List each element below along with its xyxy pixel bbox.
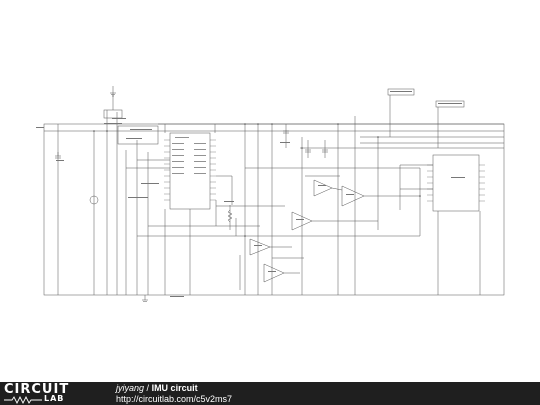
imu-sensor-chip [432,154,480,212]
credit-line: jyiyang / IMU circuit [116,383,198,393]
opamp-2 [341,185,365,207]
author-name[interactable]: jyiyang [116,383,145,393]
power-block [117,125,159,145]
resistor-icon [4,396,42,404]
voltage-source [89,195,99,205]
opamp-5 [263,263,285,283]
circuit-title: IMU circuit [151,383,198,393]
schematic-canvas [36,86,505,302]
regulator-ic [103,109,123,119]
credit-separator: / [146,383,150,393]
logo-text-bottom: LAB [44,394,65,403]
label-box-1 [387,88,415,96]
opamp-4 [249,238,271,256]
schematic-frame [43,123,505,296]
label-box-2 [435,100,465,108]
opamp-1 [313,179,333,197]
opamp-3 [291,211,313,231]
circuitlab-logo[interactable]: CIRCUIT LAB [4,382,94,404]
circuit-url-link[interactable]: http://circuitlab.com/c5v2ms7 [116,394,233,404]
footer-bar: CIRCUIT LAB jyiyang / IMU circuit http:/… [0,382,540,405]
logo-text-top: CIRCUIT [4,382,70,397]
microcontroller-chip [169,132,211,210]
